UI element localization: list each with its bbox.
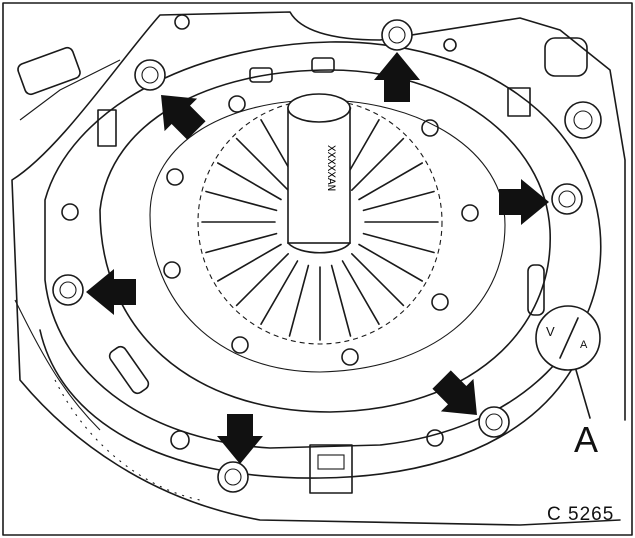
spring-finger xyxy=(330,264,352,337)
cover-inner xyxy=(149,99,506,373)
inset-mark-v: V xyxy=(546,324,555,339)
diaphragm-ring xyxy=(197,99,443,345)
flywheel-rim xyxy=(39,329,591,479)
flywheel-teeth xyxy=(54,379,201,501)
cover-hole xyxy=(421,119,439,137)
spring-finger xyxy=(362,190,435,212)
housing-outline xyxy=(11,11,626,526)
housing-lug xyxy=(544,37,588,77)
spring-finger xyxy=(235,253,290,307)
spring-finger xyxy=(235,137,290,191)
callout-leader xyxy=(575,369,591,419)
cover-clip xyxy=(507,87,531,117)
spring-finger xyxy=(260,260,299,326)
arrow-down-right-icon xyxy=(432,370,477,415)
centering-mandrel: XXXXXAN xyxy=(287,93,351,254)
cover-hole xyxy=(461,204,479,222)
mandrel-top xyxy=(287,93,351,123)
bolt xyxy=(52,274,84,306)
inset-slash xyxy=(559,317,579,359)
cover-hole xyxy=(231,336,249,354)
release-bracket xyxy=(309,444,353,494)
arrow-down-icon xyxy=(217,414,263,464)
cover-clip xyxy=(97,109,117,147)
housing-boss xyxy=(564,101,602,139)
spring-finger xyxy=(288,264,310,337)
cover-flange xyxy=(99,69,551,413)
cover-slot xyxy=(108,345,150,395)
figure-reference: C 5265 xyxy=(547,504,614,525)
bolt xyxy=(381,19,413,51)
spring-finger xyxy=(362,232,435,254)
cover-hole xyxy=(163,261,181,279)
cover-outer xyxy=(44,41,602,449)
bolt xyxy=(217,461,249,493)
spring-finger xyxy=(341,260,380,326)
cover-hole xyxy=(228,95,246,113)
spring-finger xyxy=(217,243,282,282)
spring-finger xyxy=(217,162,282,201)
cover-hole xyxy=(443,38,457,52)
bolts xyxy=(52,19,583,493)
spring-finger xyxy=(358,243,424,282)
mandrel-body xyxy=(287,107,351,244)
arrow-up-icon xyxy=(374,52,420,102)
housing-inner-line xyxy=(14,59,121,431)
mandrel-marking: XXXXXAN xyxy=(324,145,336,191)
spring-finger xyxy=(350,137,405,191)
cover-hole xyxy=(166,168,184,186)
cover-hole xyxy=(431,293,449,311)
housing-window xyxy=(17,46,81,96)
cover-hole xyxy=(341,348,359,366)
cover-hole xyxy=(61,203,79,221)
cover-holes xyxy=(61,38,479,450)
spring-finger xyxy=(358,162,424,201)
cover-slot xyxy=(527,264,545,316)
locating-pin xyxy=(249,67,273,83)
bolt xyxy=(134,59,166,91)
detail-inset: V A A xyxy=(535,305,601,460)
inset-circle xyxy=(535,305,601,371)
arrow-right-icon xyxy=(499,179,549,225)
callout-label: A xyxy=(574,419,598,460)
arrows xyxy=(86,52,549,464)
arrow-left-icon xyxy=(86,269,136,315)
spring-finger xyxy=(205,232,278,254)
arrow-up-left-icon xyxy=(161,95,206,140)
housing-boss-hole xyxy=(573,110,593,130)
cover-hole xyxy=(426,429,444,447)
release-bracket-slot xyxy=(317,454,345,470)
locating-pin xyxy=(311,57,335,73)
cover-hole xyxy=(170,430,190,450)
bolt xyxy=(478,406,510,438)
spring-finger xyxy=(205,190,278,212)
mandrel-base xyxy=(287,242,351,254)
housing-hole xyxy=(174,14,190,30)
inset-mark-a: A xyxy=(580,339,588,351)
spring-finger xyxy=(350,253,405,307)
bolt xyxy=(551,183,583,215)
